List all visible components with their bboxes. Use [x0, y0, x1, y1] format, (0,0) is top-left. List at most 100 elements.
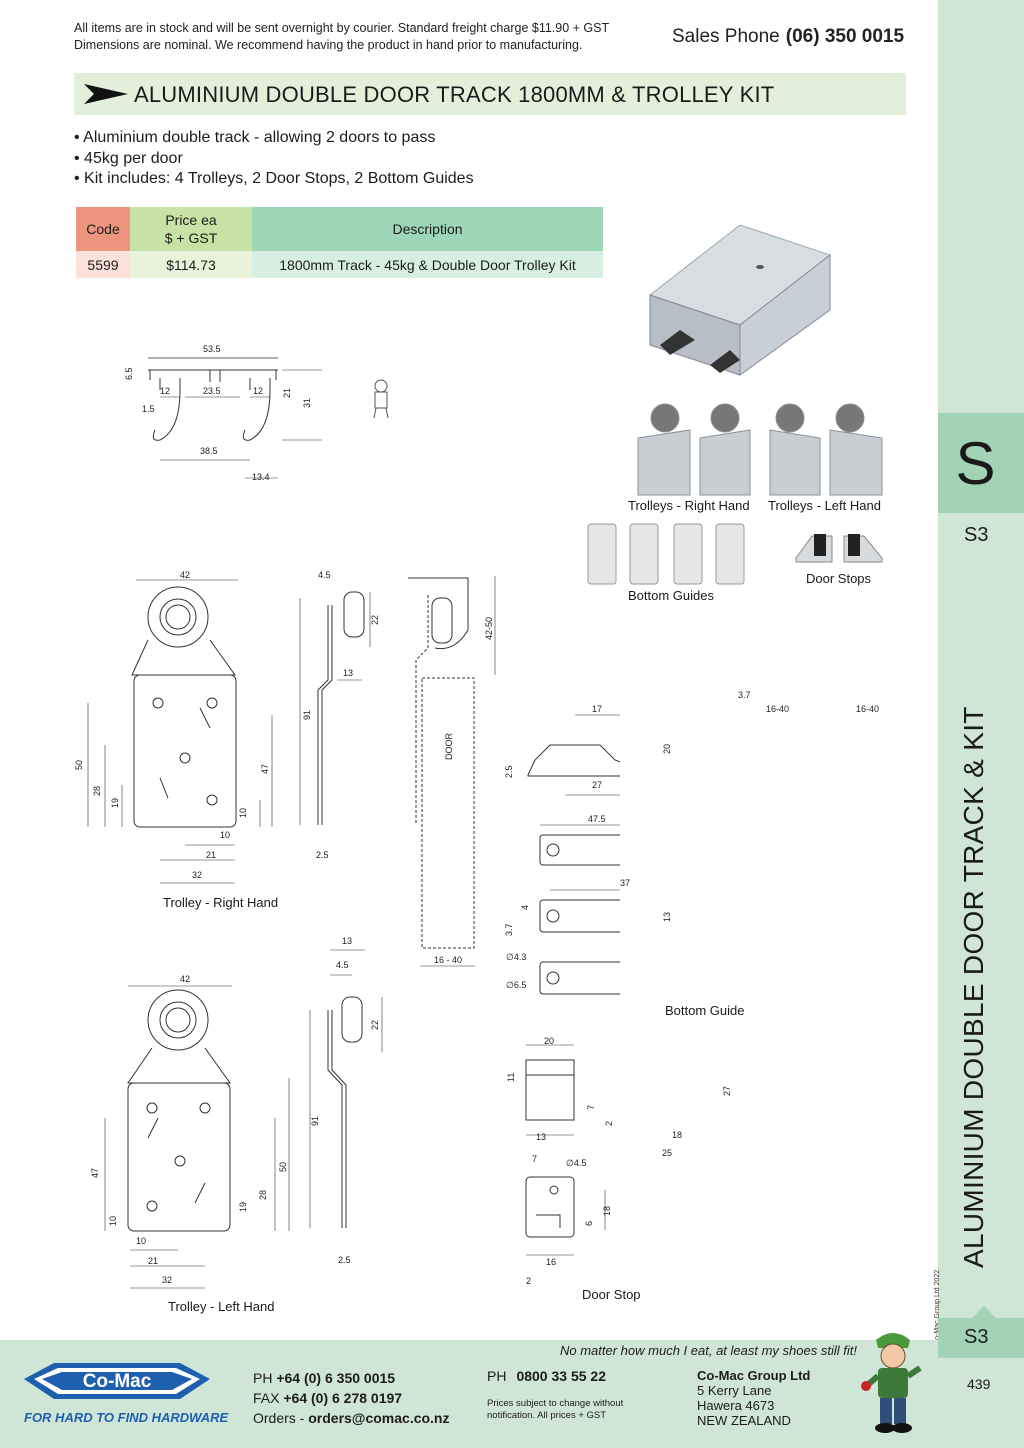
address-block: Co-Mac Group Ltd 5 Kerry Lane Hawera 467… [697, 1368, 810, 1428]
comac-logo[interactable]: Co-Mac [24, 1355, 210, 1407]
dim-label: 6 [584, 1221, 594, 1226]
header-code: Code [76, 207, 130, 251]
header-price-line1: Price ea [165, 212, 217, 228]
photo-label-bottom-guides: Bottom Guides [628, 588, 714, 603]
track-profile-drawing [148, 357, 322, 479]
mascot-icon [373, 379, 389, 419]
dim-label: 32 [192, 870, 202, 880]
price-table: Code Price ea$ + GST Description 5599 $1… [76, 207, 603, 278]
dim-label: 6.5 [124, 367, 134, 380]
dim-label: 42 [180, 570, 190, 580]
trolley-left-drawing [104, 985, 290, 1289]
feature-list: Aluminium double track - allowing 2 door… [74, 128, 474, 190]
section-letter: S [955, 430, 996, 497]
door-side-drawing [408, 576, 496, 967]
dim-label: 3.7 [738, 690, 751, 700]
feature-item: Kit includes: 4 Trolleys, 2 Door Stops, … [74, 169, 474, 190]
dim-label: 7 [586, 1105, 596, 1110]
company-name: Co-Mac Group Ltd [697, 1368, 811, 1383]
dim-label: 10 [136, 1236, 146, 1246]
dim-label: 21 [148, 1256, 158, 1266]
dim-label: 10 [220, 830, 230, 840]
freephone: PH 0800 33 55 22 [487, 1368, 606, 1384]
fine-print: Prices subject to change without notific… [487, 1398, 624, 1421]
address-line: Hawera 4673 [697, 1398, 775, 1413]
fax-label: FAX [253, 1390, 280, 1406]
photo-label-trolleys-right: Trolleys - Right Hand [628, 498, 750, 513]
dim-label: 42 [180, 974, 190, 984]
bottom-guides-photo [587, 523, 745, 585]
dim-label: 10 [108, 1216, 118, 1226]
product-title: ALUMINIUM DOUBLE DOOR TRACK 1800MM & TRO… [134, 82, 775, 107]
dim-label: 21 [206, 850, 216, 860]
sales-phone: Sales Phone(06) 350 0015 [672, 26, 904, 48]
dim-label: 19 [110, 798, 120, 808]
dim-label: 11 [506, 1073, 516, 1082]
photo-label-door-stops: Door Stops [806, 571, 872, 586]
dim-label: 25 [662, 1148, 672, 1158]
dim-label: 50 [278, 1162, 288, 1172]
sidebar [938, 0, 1024, 1448]
dim-label: 2.5 [338, 1255, 351, 1265]
feature-item: Aluminium double track - allowing 2 door… [74, 128, 474, 149]
table-row: 5599 $114.73 1800mm Track - 45kg & Doubl… [76, 251, 603, 278]
dim-label: 28 [258, 1190, 268, 1200]
phone-number[interactable]: +64 (0) 6 350 0015 [276, 1370, 396, 1386]
dim-label: 16-40 [856, 704, 879, 714]
door-stop-drawing [525, 1044, 606, 1256]
door-label: DOOR [444, 732, 454, 760]
fax-number: +64 (0) 6 278 0197 [283, 1390, 403, 1406]
dim-label: 13 [342, 936, 352, 946]
logo-text: Co-Mac [83, 1371, 152, 1392]
dim-label: 13 [662, 912, 672, 922]
dim-label: 38.5 [200, 446, 218, 456]
dim-label: 10 [238, 808, 248, 818]
dim-label: 16-40 [766, 704, 789, 714]
dim-label: 7 [532, 1154, 537, 1164]
page-number: 439 [967, 1376, 991, 1392]
dim-label: 13 [536, 1132, 546, 1142]
dim-label: 4 [520, 905, 530, 910]
orders-label: Orders - [253, 1410, 305, 1426]
notice-line-1: All items are in stock and will be sent … [74, 21, 610, 35]
dim-label: 42-50 [484, 617, 494, 640]
dim-label: 37 [620, 878, 630, 888]
drawing-label-trolley-left: Trolley - Left Hand [168, 1299, 275, 1314]
dim-label: ∅6.5 [506, 980, 526, 990]
dim-label: 91 [302, 710, 312, 720]
dim-label: 27 [592, 780, 602, 790]
dim-label: 20 [544, 1036, 554, 1046]
dim-label: 31 [302, 398, 312, 408]
bottom-guide-drawing [527, 714, 620, 995]
drawing-label-door-stop: Door Stop [582, 1287, 641, 1302]
dim-label: 21 [282, 388, 292, 398]
ph2-label: PH [487, 1368, 507, 1384]
dim-label: 53.5 [203, 344, 221, 354]
dim-label: 13.4 [252, 472, 270, 482]
dim-label: 2.5 [504, 765, 514, 778]
page-code-bottom: S3 [964, 1326, 989, 1348]
orders-email[interactable]: orders@comac.co.nz [308, 1410, 450, 1426]
dim-label: 22 [370, 1020, 380, 1030]
dim-label: 91 [310, 1116, 320, 1126]
dim-label: 16 [546, 1257, 556, 1267]
shipping-notice: All items are in stock and will be sent … [74, 20, 609, 54]
trolleys-photo [637, 403, 883, 496]
sales-label: Sales Phone [672, 26, 780, 47]
sales-phone-number[interactable]: (06) 350 0015 [785, 26, 905, 47]
header-price: Price ea$ + GST [130, 207, 252, 251]
section-tab[interactable]: S [938, 413, 1024, 513]
vertical-title: ALUMINIUM DOUBLE DOOR TRACK & KIT [958, 706, 989, 1268]
freephone-number[interactable]: 0800 33 55 22 [516, 1368, 606, 1384]
dim-label: 17 [592, 704, 602, 714]
drawing-label-bottom-guide: Bottom Guide [665, 1003, 745, 1018]
dim-label: 47.5 [588, 814, 606, 824]
dim-label: 13 [343, 668, 353, 678]
cell-price: $114.73 [130, 251, 252, 278]
track-photo [648, 224, 832, 376]
dim-label: 20 [662, 744, 672, 754]
dim-label: 19 [238, 1202, 248, 1212]
address-line: NEW ZEALAND [697, 1413, 791, 1428]
product-banner: ALUMINIUM DOUBLE DOOR TRACK 1800MM & TRO… [74, 73, 906, 115]
header-description: Description [252, 207, 603, 251]
